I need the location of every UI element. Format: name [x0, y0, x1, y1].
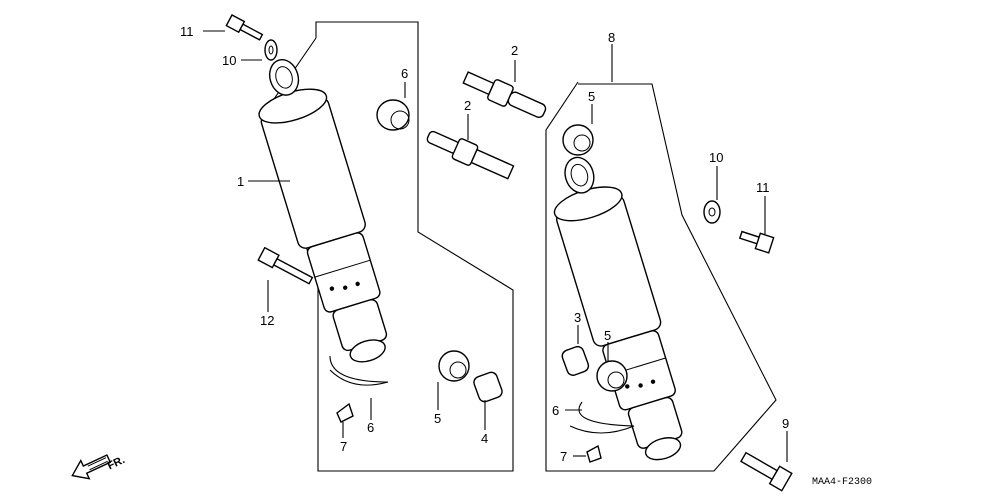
right-shock-absorber [553, 156, 683, 461]
callout-11-right: 11 [756, 180, 770, 195]
callout-7-right: 7 [560, 449, 567, 464]
bolt-9 [740, 451, 793, 492]
bushing-5-left [438, 350, 470, 382]
left-shock-absorber [258, 58, 388, 363]
callout-2-lower: 2 [464, 98, 471, 113]
direction-label: FR. [106, 454, 127, 472]
bushing-5-upper [562, 124, 594, 156]
bushing-5-lower [596, 360, 628, 392]
callout-2-upper: 2 [511, 43, 518, 58]
stud-2-lower [426, 130, 515, 180]
clip-6-right [569, 401, 635, 434]
stud-2-upper [462, 71, 547, 118]
bushing-6-top [376, 99, 410, 131]
callout-8: 8 [608, 30, 615, 45]
callout-7-left: 7 [340, 439, 347, 454]
assembly-boundary-right [545, 81, 777, 472]
clip-7-right [586, 444, 602, 463]
bolt-12 [257, 246, 314, 285]
callout-5-lower: 5 [604, 328, 611, 343]
callout-10-right: 10 [709, 150, 723, 165]
callout-9: 9 [782, 416, 789, 431]
collar-3 [561, 345, 590, 376]
callout-10-left: 10 [222, 53, 236, 68]
callout-6-top: 6 [401, 66, 408, 81]
clip-6-left [329, 355, 389, 386]
callout-12: 12 [260, 313, 274, 328]
callout-1: 1 [237, 174, 244, 189]
callout-11-left: 11 [180, 24, 194, 39]
callout-4: 4 [481, 431, 488, 446]
callout-6-left: 6 [367, 420, 374, 435]
washer-10-left [264, 39, 278, 61]
washer-10-right [703, 200, 721, 224]
clip-7-left [336, 402, 354, 423]
collar-4 [473, 371, 503, 403]
callout-3: 3 [574, 310, 581, 325]
callout-5-upper: 5 [588, 89, 595, 104]
leader-lines [203, 30, 788, 462]
callout-5-left: 5 [434, 411, 441, 426]
callout-6-right: 6 [552, 403, 559, 418]
diagram-code: MAA4-F2300 [812, 477, 872, 488]
bolt-11-right [738, 230, 775, 254]
forward-arrow-icon [71, 454, 112, 480]
bolt-11-left [225, 14, 264, 41]
